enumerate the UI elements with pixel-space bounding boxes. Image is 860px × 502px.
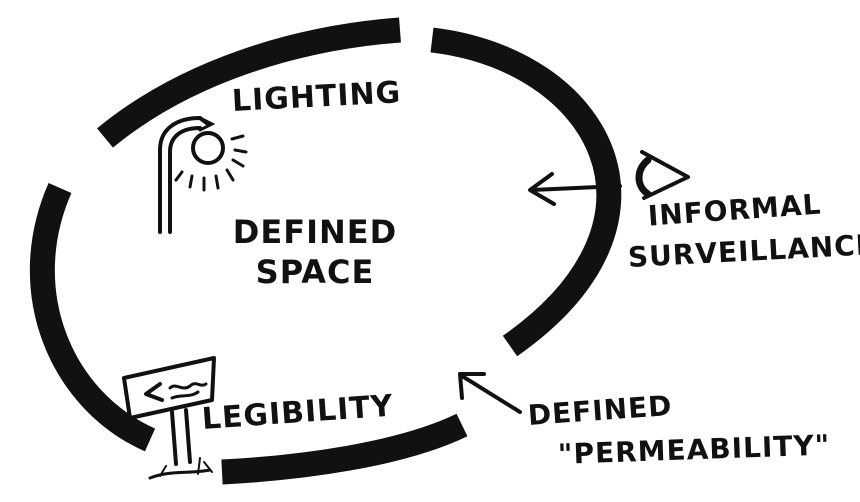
informal-surveillance-label: INFORMAL SURVEILLANCE (628, 198, 860, 278)
signpost-icon (124, 358, 214, 478)
ring-segment-right (432, 40, 609, 346)
eye-icon (639, 152, 688, 198)
defined-space-line2: SPACE (220, 252, 410, 292)
ring-segment-left (42, 188, 150, 440)
defined-space-label: DEFINED SPACE (220, 212, 410, 292)
permeability-arrow-icon (460, 374, 520, 412)
defined-permeability-label: DEFINED "PERMEABILITY" (528, 396, 830, 476)
defined-space-line1: DEFINED (220, 212, 410, 252)
permeability-line2: "PERMEABILITY" (527, 425, 831, 476)
